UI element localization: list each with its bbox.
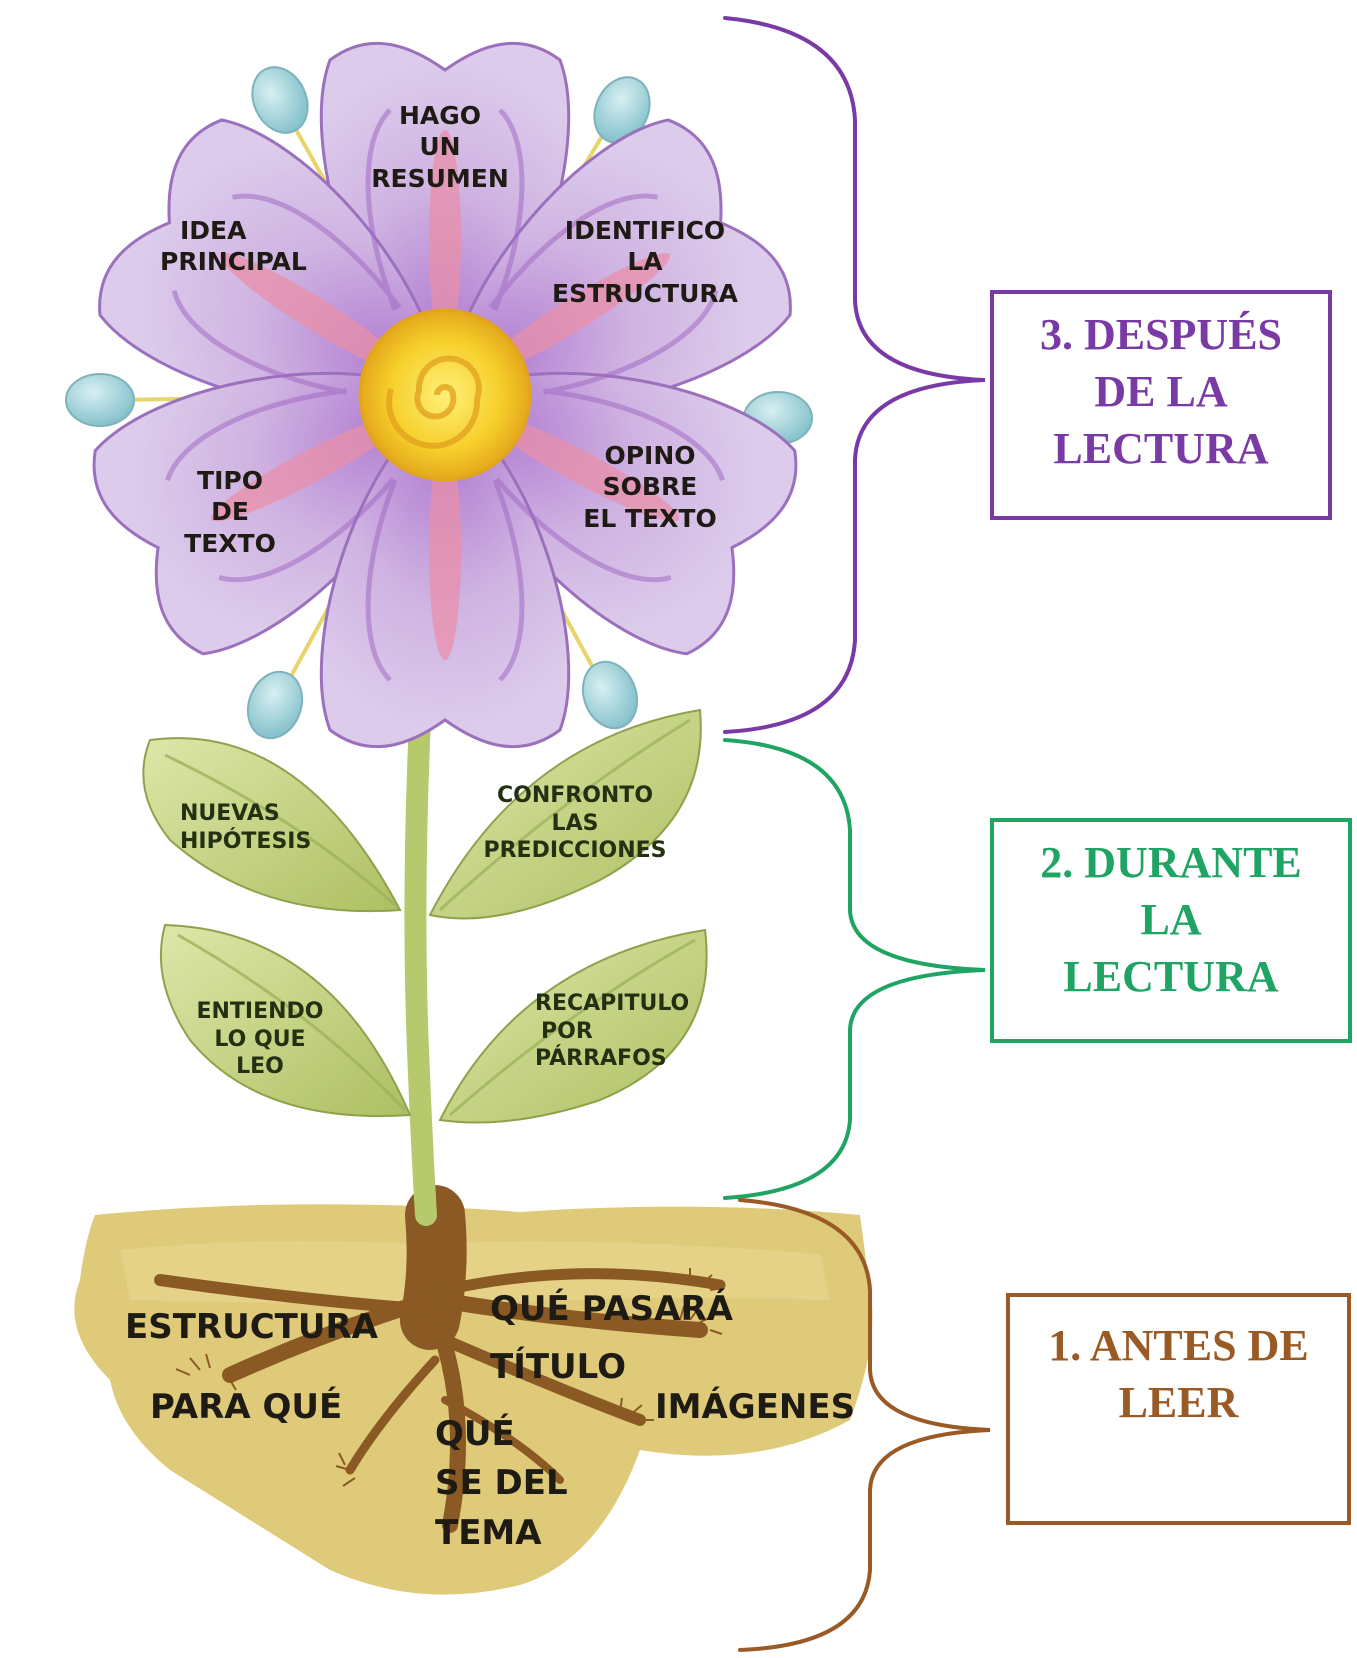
stage-box-durante-la-lectura: 2. DURANTE LA LECTURA	[990, 818, 1352, 1043]
stem	[415, 720, 426, 1215]
leaf-label-entiendo-lo-que-leo: ENTIENDO LO QUE LEO	[180, 998, 340, 1081]
root-label-que-se-del-tema: QUÉ SE DEL TEMA	[435, 1410, 568, 1558]
brace-durante	[725, 740, 985, 1198]
leaf-label-confronto-las-predicciones: CONFRONTO LAS PREDICCIONES	[460, 782, 690, 865]
brace-despues	[725, 18, 985, 732]
petal-label-opino-sobre-el-texto: OPINO SOBRE EL TEXTO	[555, 440, 745, 534]
petal-label-idea-principal: IDEA PRINCIPAL	[160, 215, 360, 278]
root-label-que-pasara: QUÉ PASARÁ	[490, 1292, 733, 1326]
leaf-label-nuevas-hipotesis: NUEVAS HIPÓTESIS	[180, 800, 350, 855]
root-label-titulo: TÍTULO	[490, 1350, 626, 1384]
root-label-imagenes: IMÁGENES	[655, 1390, 855, 1424]
petal-label-tipo-de-texto: TIPO DE TEXTO	[150, 465, 310, 559]
root-label-para-que: PARA QUÉ	[150, 1390, 342, 1424]
flower-center	[360, 310, 530, 480]
leaf-label-recapitulo-por-parrafos: RECAPITULO POR PÁRRAFOS	[535, 990, 715, 1073]
root-label-estructura: ESTRUCTURA	[125, 1310, 378, 1344]
petal-label-identifico-la-estructura: IDENTIFICO LA ESTRUCTURA	[540, 215, 750, 309]
stage-box-despues-de-la-lectura: 3. DESPUÉS DE LA LECTURA	[990, 290, 1332, 520]
stage-box-antes-de-leer: 1. ANTES DE LEER	[1006, 1293, 1351, 1525]
petal-label-hago-un-resumen: HAGO UN RESUMEN	[360, 100, 520, 194]
